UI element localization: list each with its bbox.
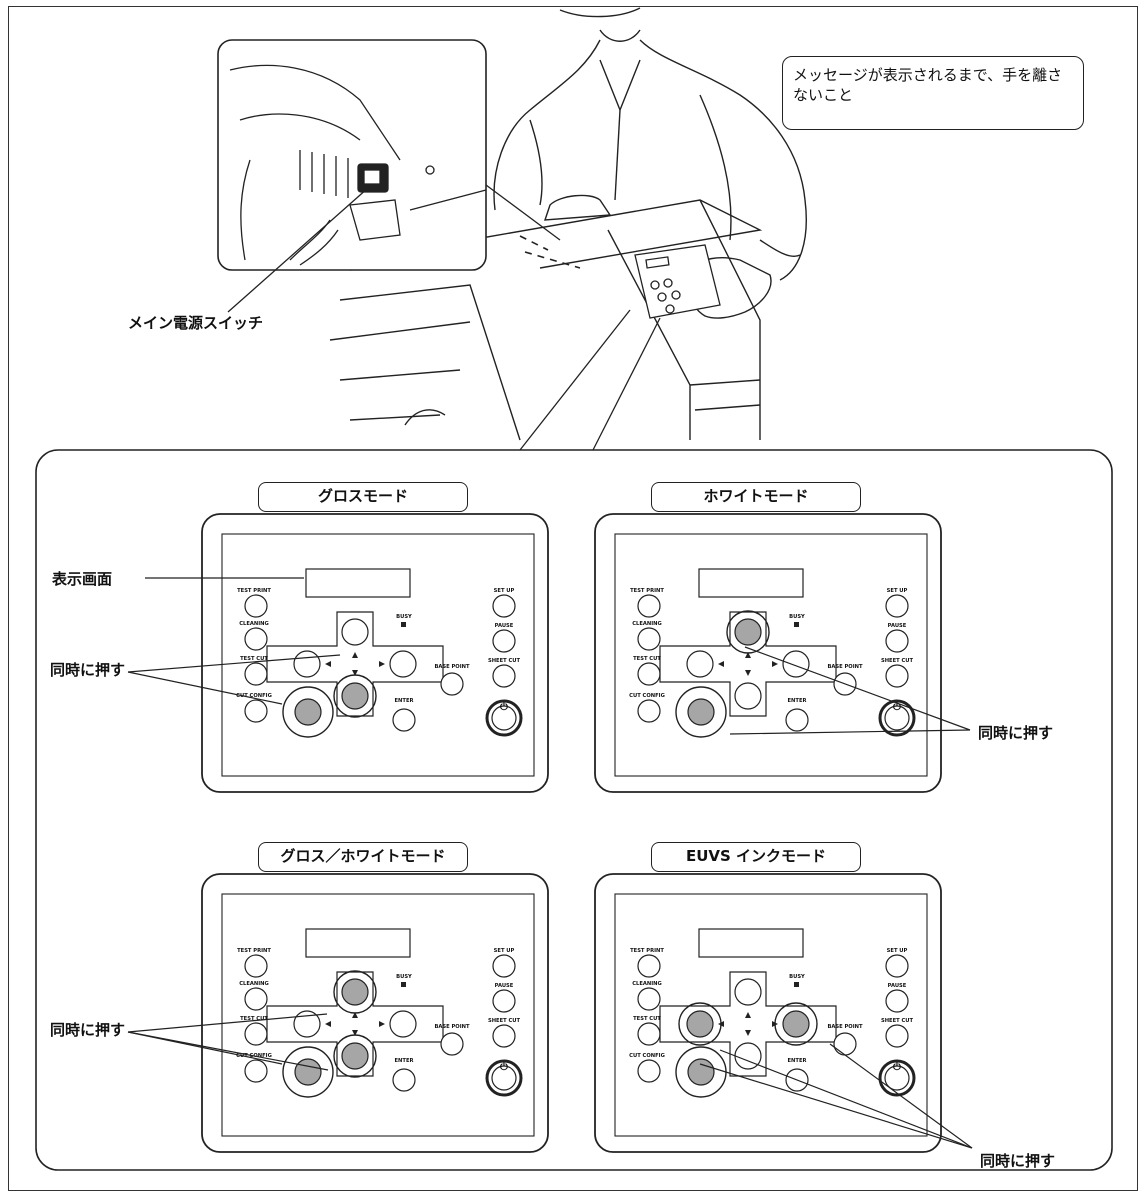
printer-illustration: [217, 7, 807, 451]
press-simultaneously-label-gloss: 同時に押す: [50, 661, 126, 679]
tab-euvs-ink-mode-label: EUVS インクモード: [685, 847, 827, 865]
panel-zoom-line-right: [592, 317, 661, 451]
tab-gloss-mode: グロスモード: [258, 482, 468, 512]
display-screen-label: 表示画面: [52, 570, 113, 588]
operator-figure: [493, 7, 807, 281]
power-switch-leader-line: [227, 187, 369, 313]
tab-gloss-white-mode-label: グロス／ホワイトモード: [280, 847, 446, 865]
printer-body: [329, 194, 763, 441]
tab-gloss-white-mode: グロス／ホワイトモード: [258, 842, 468, 872]
hold-message-text: メッセージが表示されるまで、手を離さないこと: [793, 66, 1063, 104]
press-simultaneously-label-white: 同時に押す: [978, 724, 1054, 742]
pointer-dashes: [519, 235, 581, 269]
panel-zoom-line-left: [519, 309, 631, 451]
tab-euvs-ink-mode: EUVS インクモード: [651, 842, 861, 872]
press-simultaneously-label-gloss-white: 同時に押す: [50, 1021, 126, 1039]
diagram-frame: [8, 6, 1138, 1191]
hold-message-callout: メッセージが表示されるまで、手を離さないこと: [782, 56, 1084, 130]
main-power-switch-label: メイン電源スイッチ: [128, 314, 264, 332]
tab-white-mode-label: ホワイトモード: [703, 487, 809, 505]
inset-leader-line: [485, 184, 561, 241]
power-switch-inset: [217, 39, 487, 271]
tab-white-mode: ホワイトモード: [651, 482, 861, 512]
tab-gloss-mode-label: グロスモード: [317, 487, 408, 505]
press-simultaneously-label-euvs: 同時に押す: [980, 1152, 1056, 1170]
printer-control-panel: [634, 244, 721, 319]
